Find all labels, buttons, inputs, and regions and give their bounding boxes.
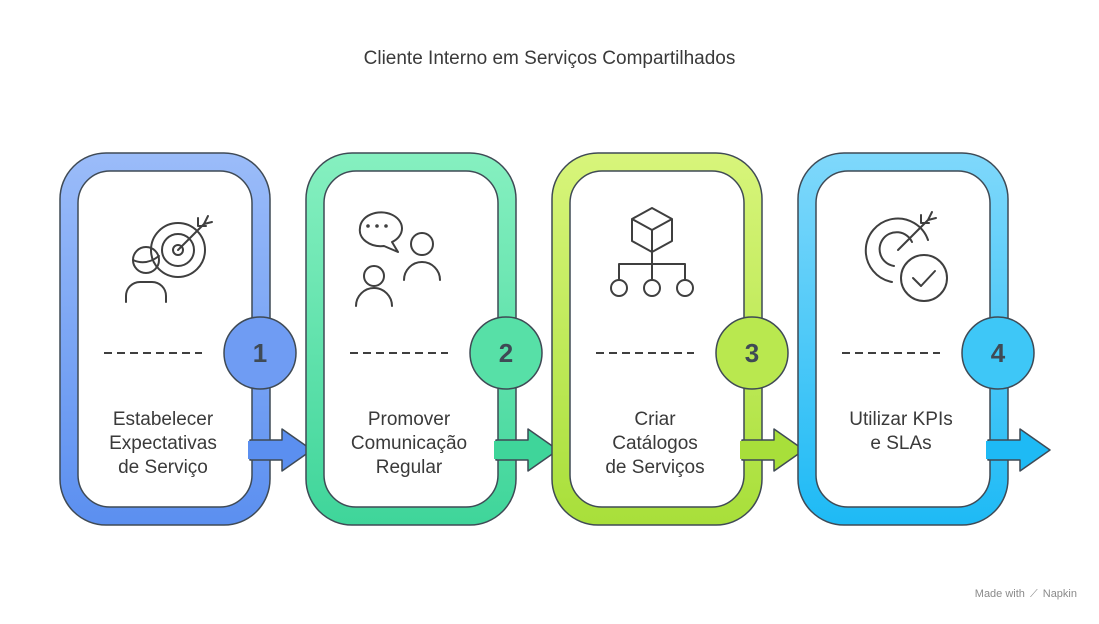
step-label-line: de Serviços bbox=[605, 457, 705, 478]
step-number: 2 bbox=[499, 338, 513, 368]
flow-arrow bbox=[495, 428, 559, 472]
made-with-text: Made with bbox=[974, 588, 1025, 600]
made-with-credit: Made with ⟋ Napkin bbox=[975, 588, 1077, 601]
step-card-1: 1 bbox=[59, 152, 313, 526]
step-label-line: Utilizar KPIs bbox=[849, 409, 953, 430]
arrow-joint bbox=[494, 441, 516, 459]
diagram-title: Cliente Interno em Serviços Compartilhad… bbox=[363, 48, 736, 69]
step-card-3: 3 bbox=[551, 152, 805, 526]
step-label-line: de Serviço bbox=[118, 457, 208, 478]
step-card-2: 2 bbox=[305, 152, 559, 526]
step-label-line: Promover bbox=[367, 409, 451, 430]
target-check-icon bbox=[864, 211, 948, 302]
card-inner bbox=[815, 170, 991, 508]
flow-arrow bbox=[987, 428, 1051, 472]
step-label-line: Expectativas bbox=[109, 433, 217, 454]
step-label-line: Comunicação bbox=[350, 433, 468, 454]
step-label-line: Criar bbox=[634, 409, 676, 430]
arrow-joint bbox=[986, 441, 1008, 459]
person-target-icon bbox=[125, 215, 213, 303]
arrow-joint bbox=[740, 441, 762, 459]
step-label-line: Regular bbox=[375, 457, 443, 478]
flow-arrow bbox=[249, 428, 313, 472]
step-badge bbox=[469, 316, 543, 390]
flow-arrow bbox=[741, 428, 805, 472]
napkin-logo-icon: ⟋ bbox=[1029, 588, 1038, 600]
step-label-4: Utilizar KPIs e SLAs bbox=[816, 408, 986, 456]
step-number: 4 bbox=[991, 338, 1006, 368]
arrow-joint bbox=[248, 441, 270, 459]
step-badge bbox=[223, 316, 297, 390]
step-card-4: 4 bbox=[797, 152, 1051, 526]
brand-name: Napkin bbox=[1042, 588, 1077, 600]
step-badge bbox=[715, 316, 789, 390]
step-badge bbox=[961, 316, 1035, 390]
people-chat-icon bbox=[355, 211, 441, 307]
step-label-line: e SLAs bbox=[870, 433, 932, 454]
step-label-line: Catálogos bbox=[612, 433, 698, 454]
cube-hierarchy-icon bbox=[610, 207, 694, 297]
step-number: 1 bbox=[253, 338, 267, 368]
step-label-line: Estabelecer bbox=[112, 409, 214, 430]
step-number: 3 bbox=[745, 338, 759, 368]
